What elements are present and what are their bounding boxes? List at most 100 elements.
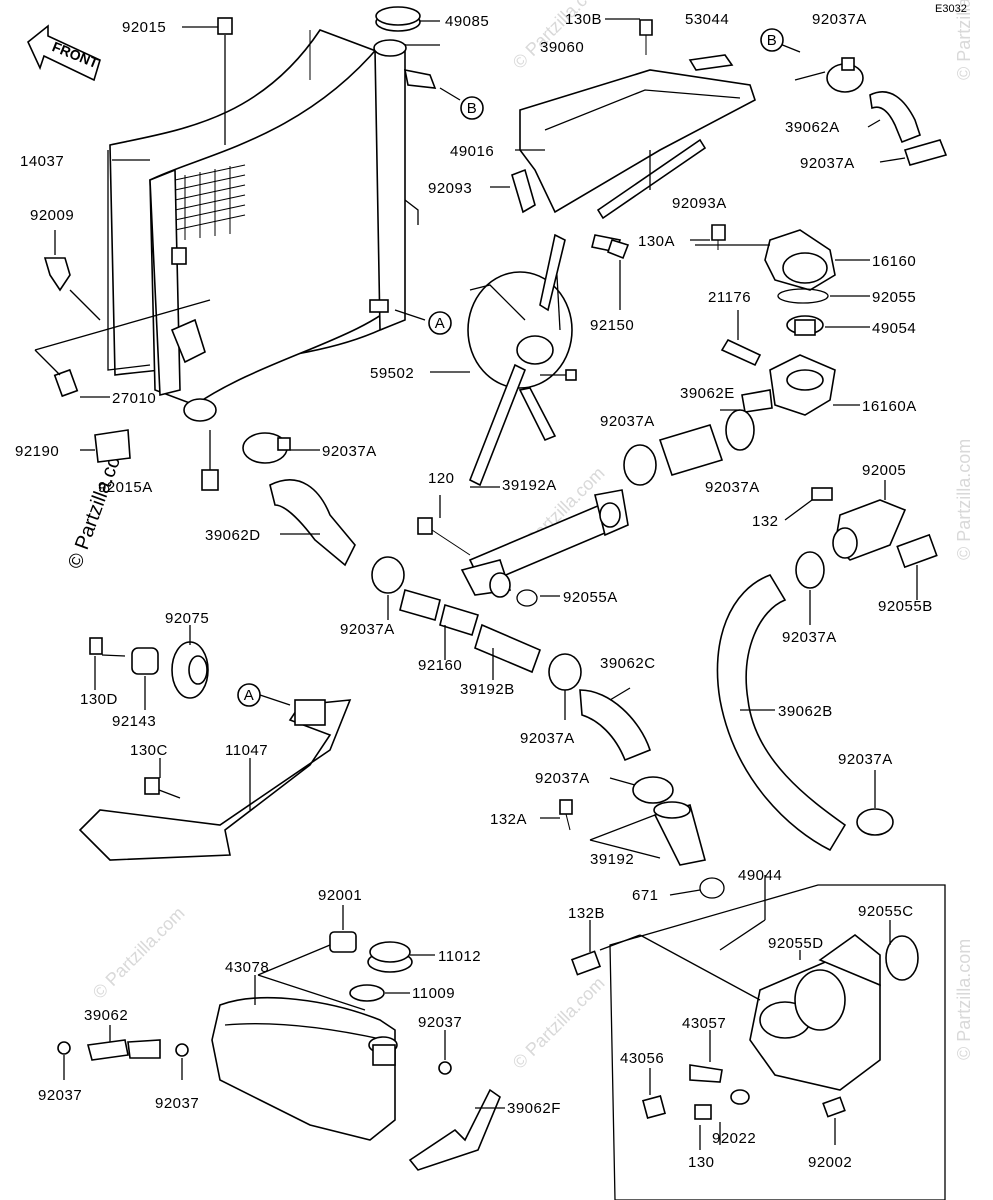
clamp-92037A-m5 xyxy=(632,776,674,804)
hose-39062A xyxy=(869,91,921,144)
water-pipe-39192A xyxy=(460,489,629,598)
label-16160: 16160 xyxy=(872,253,916,270)
label-92160: 92160 xyxy=(418,657,462,674)
label-130A: 130A xyxy=(638,233,675,250)
callout-B-1: B xyxy=(460,96,484,120)
clamp-92037A-m4 xyxy=(548,653,582,691)
rivet-92009 xyxy=(43,257,71,292)
front-arrow-icon: FRONT xyxy=(27,24,101,82)
radiator-assembly xyxy=(107,29,437,422)
bolt-130A xyxy=(711,224,726,250)
grommet-92075 xyxy=(171,641,209,699)
fan-switch-27010 xyxy=(53,368,79,398)
cap-gasket-11009 xyxy=(349,984,385,1002)
bracket-11047 xyxy=(78,699,352,861)
label-49085: 49085 xyxy=(445,13,489,30)
temperature-sensor xyxy=(720,338,762,367)
hose-39062C xyxy=(579,689,651,762)
pad xyxy=(688,54,734,71)
label-49044: 49044 xyxy=(738,867,782,884)
cooling-fan xyxy=(467,233,577,487)
clamp-92037A-m3 xyxy=(371,556,405,594)
label-27010: 27010 xyxy=(112,390,156,407)
label-59502: 59502 xyxy=(370,365,414,382)
label-92037A-m1: 92037A xyxy=(600,413,655,430)
bolt-120 xyxy=(417,517,471,556)
label-92055D: 92055D xyxy=(768,935,824,952)
label-130C: 130C xyxy=(130,742,168,759)
outlet-fitting-92005 xyxy=(832,499,907,561)
label-92009: 92009 xyxy=(30,207,74,224)
label-132A: 132A xyxy=(490,811,527,828)
label-39060: 39060 xyxy=(540,39,584,56)
callout-B-1-text: B xyxy=(467,100,478,117)
label-53044: 53044 xyxy=(685,11,729,28)
label-130: 130 xyxy=(688,1154,715,1171)
bolt-130D xyxy=(89,637,126,657)
seal-strip-short xyxy=(511,168,536,214)
label-49054: 49054 xyxy=(872,320,916,337)
callout-A-1-text: A xyxy=(435,315,446,332)
watermark-7: © Partzilla.com xyxy=(89,903,189,1003)
pipe-92160-a xyxy=(399,589,441,621)
label-92037A-r2: 92037A xyxy=(800,155,855,172)
pipe-39192B xyxy=(474,623,542,674)
label-92015A: 92015A xyxy=(98,479,153,496)
callout-A-2: A xyxy=(237,683,261,707)
callout-B-2-text: B xyxy=(767,32,778,49)
leader-lines xyxy=(34,18,918,1150)
bolt-92150 xyxy=(591,234,630,260)
label-39062D: 39062D xyxy=(205,527,261,544)
label-92055C: 92055C xyxy=(858,903,914,920)
watermark-5: © Partzilla.com xyxy=(954,0,974,80)
label-43056: 43056 xyxy=(620,1050,664,1067)
label-92055A: 92055A xyxy=(563,589,618,606)
label-11012: 11012 xyxy=(438,948,481,965)
hose-39062D xyxy=(269,479,356,567)
label-92037A-l1: 92037A xyxy=(322,443,377,460)
label-39062C: 39062C xyxy=(600,655,656,672)
label-92002: 92002 xyxy=(808,1154,852,1171)
label-39062A: 39062A xyxy=(785,119,840,136)
label-92055: 92055 xyxy=(872,289,916,306)
part-labels: 92015 49085 39060 130B 53044 92037A 1403… xyxy=(15,11,932,1171)
label-92037A-m4: 92037A xyxy=(520,730,575,747)
bolt-130C xyxy=(144,777,181,799)
label-92037A-r4: 92037A xyxy=(838,751,893,768)
clamp-92037A-l1 xyxy=(242,432,291,464)
label-39192B: 39192B xyxy=(460,681,515,698)
label-92005: 92005 xyxy=(862,462,906,479)
callout-A-2-text: A xyxy=(244,687,255,704)
bolt-130B xyxy=(639,19,653,55)
bolt-92001 xyxy=(329,931,357,953)
label-39192A: 39192A xyxy=(502,477,557,494)
label-120: 120 xyxy=(428,470,455,487)
label-130D: 130D xyxy=(80,691,118,708)
clip-92037-b xyxy=(175,1043,189,1057)
hose-39062 xyxy=(86,1039,129,1061)
hose-92190 xyxy=(94,429,131,463)
o-ring-92055A xyxy=(516,589,538,607)
water-pump-box xyxy=(570,877,946,1200)
clamp-92037A-r3 xyxy=(795,551,825,589)
reservoir-tank xyxy=(211,997,398,1141)
fan-shroud xyxy=(519,69,756,214)
thermostat xyxy=(786,315,824,336)
clamp-92037A-tr xyxy=(826,57,864,93)
clamp-92037A-r4 xyxy=(856,808,894,836)
clip-92015A xyxy=(201,469,219,491)
label-92037-a: 92037 xyxy=(38,1087,82,1104)
label-132: 132 xyxy=(752,513,779,530)
seal-strip-long xyxy=(596,138,707,220)
label-92037A-m3: 92037A xyxy=(340,621,395,638)
bolt-132 xyxy=(811,487,833,501)
label-39062: 39062 xyxy=(84,1007,128,1024)
outlet-pipe-39192 xyxy=(653,801,706,866)
thermostat-housing xyxy=(741,354,836,416)
clamp-92037A-m1 xyxy=(623,444,657,486)
watermark-4: © Partzilla.com xyxy=(954,439,974,560)
label-92022: 92022 xyxy=(712,1130,756,1147)
label-92037A-m5: 92037A xyxy=(535,770,590,787)
label-92001: 92001 xyxy=(318,887,362,904)
radiator-cap xyxy=(375,6,421,32)
